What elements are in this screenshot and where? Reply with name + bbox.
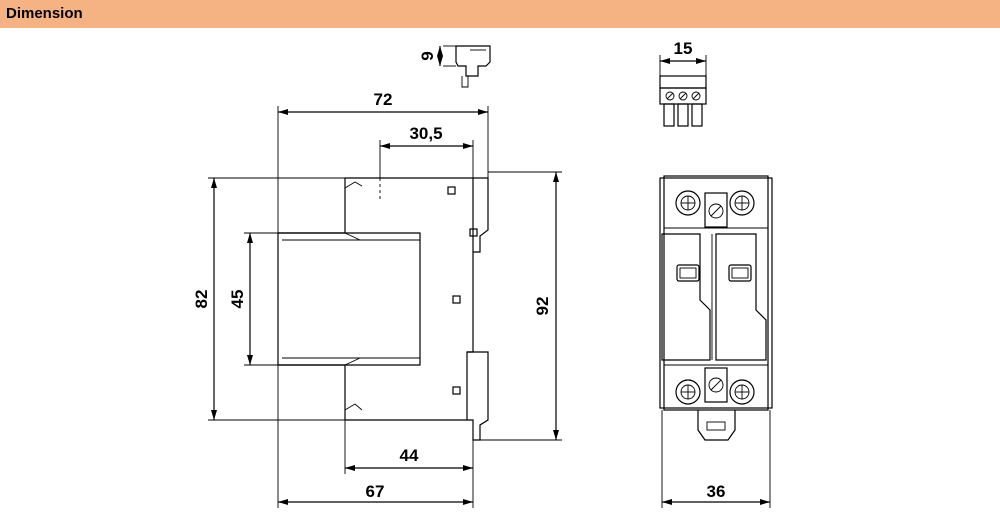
dim-67-label: 67 [366, 482, 385, 501]
connector-side-view [455, 45, 491, 88]
dimension-15: 15 [659, 39, 707, 76]
connector-front-view [659, 75, 707, 127]
section-header: Dimension [0, 0, 1000, 28]
dimension-72: 72 [277, 90, 489, 233]
dimension-36: 36 [661, 410, 771, 508]
section-title: Dimension [6, 5, 83, 22]
dimension-82: 82 [192, 177, 345, 421]
dim-15-label: 15 [674, 39, 693, 58]
dim-44-label: 44 [400, 446, 419, 465]
dim-45-label: 45 [228, 290, 247, 309]
device-front-view [659, 175, 773, 441]
dim-72-label: 72 [374, 90, 393, 109]
dimension-9: 9 [418, 45, 456, 67]
dimension-44: 44 [344, 420, 474, 474]
dim-82-label: 82 [192, 290, 211, 309]
dimension-67: 67 [277, 365, 474, 508]
device-side-view [277, 177, 489, 441]
dimension-45: 45 [228, 232, 278, 366]
dim-36-label: 36 [707, 482, 726, 501]
dim-92-label: 92 [533, 297, 552, 316]
dim-30-5-label: 30,5 [409, 124, 442, 143]
dimension-30-5: 30,5 [379, 124, 474, 178]
dim-9-label: 9 [418, 51, 437, 60]
dimension-92: 92 [480, 171, 562, 441]
